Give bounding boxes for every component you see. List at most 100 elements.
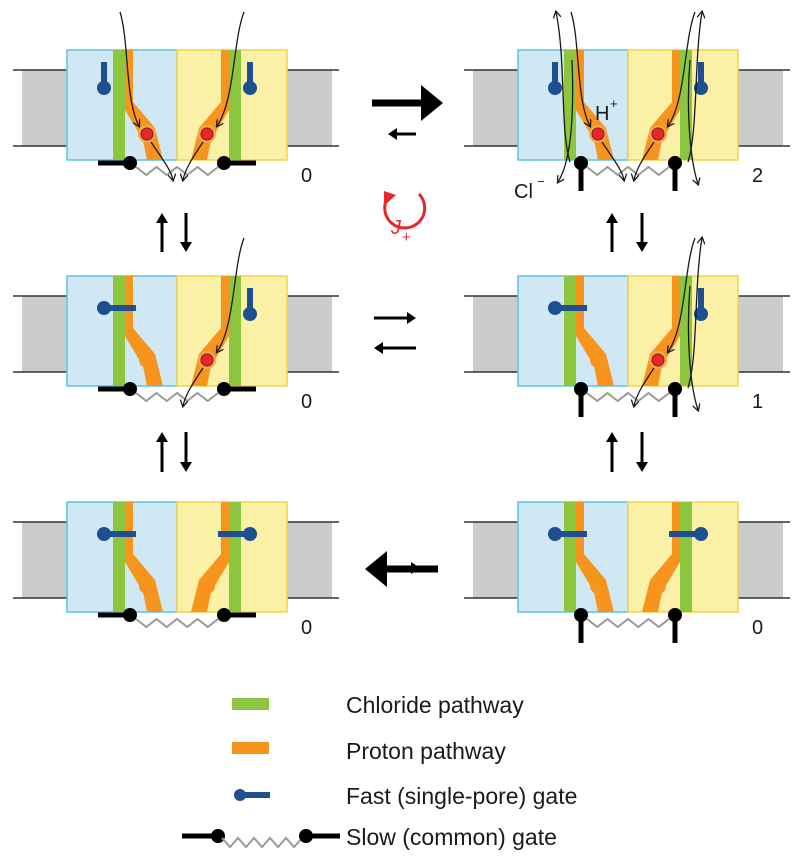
state-label: 0 bbox=[301, 617, 312, 639]
transition-forward-arrow-head bbox=[365, 551, 387, 587]
membrane-left bbox=[22, 70, 67, 146]
state-bot-left: 0 bbox=[13, 501, 339, 639]
proton-site bbox=[590, 352, 606, 368]
slow-gate-knob bbox=[574, 156, 588, 170]
fast-gate-open-icon bbox=[552, 62, 558, 86]
transition-up-arrow-head bbox=[606, 213, 618, 223]
proton-site bbox=[139, 352, 155, 368]
legend-label: Proton pathway bbox=[346, 738, 506, 764]
fast-gate-open-icon bbox=[698, 288, 704, 312]
slow-gate-spring bbox=[586, 391, 670, 403]
slow-gate-spring bbox=[135, 391, 219, 403]
fast-gate-closed-icon bbox=[669, 531, 701, 537]
transition-forward-arrow-head bbox=[421, 85, 443, 121]
fast-gate-closed-icon bbox=[555, 531, 587, 537]
slow-gate-knob bbox=[217, 608, 231, 622]
state-top-left: 0 bbox=[13, 11, 339, 187]
membrane-right bbox=[287, 296, 332, 372]
proton-exit-arrow bbox=[183, 141, 204, 180]
state-label: 0 bbox=[301, 391, 312, 413]
slow-gate-spring bbox=[135, 165, 219, 177]
fast-gate-knob bbox=[548, 81, 562, 95]
membrane-left bbox=[22, 296, 67, 372]
transition-up-arrow-head bbox=[606, 432, 618, 442]
slow-gate-knob bbox=[123, 608, 137, 622]
fast-gate-open-icon bbox=[247, 62, 253, 86]
state-label: 2 bbox=[752, 165, 763, 187]
legend-item-chloride: Chloride pathway bbox=[0, 688, 800, 728]
proton-exit-arrow bbox=[634, 367, 655, 406]
legend-label: Fast (single-pore) gate bbox=[346, 783, 578, 809]
cycle-arrowhead bbox=[384, 191, 396, 206]
slow-gate-knob bbox=[217, 156, 231, 170]
chloride-pathway bbox=[680, 502, 692, 612]
state-mid-left: 0 bbox=[13, 237, 339, 413]
membrane-right bbox=[287, 522, 332, 598]
proton-swatch bbox=[232, 742, 269, 754]
fast-gate-knob bbox=[97, 81, 111, 95]
membrane-left bbox=[22, 522, 67, 598]
chloride-swatch bbox=[232, 698, 269, 710]
fast-gate-knob bbox=[243, 81, 257, 95]
fast-gate-closed-icon bbox=[104, 531, 136, 537]
chloride-pathway bbox=[229, 502, 241, 612]
proton-flux-arrow bbox=[668, 237, 696, 352]
proton-site bbox=[590, 578, 606, 594]
cycle-indicator: J + bbox=[383, 191, 427, 246]
transition-down-arrow-head bbox=[636, 462, 648, 472]
glutamate-icon bbox=[591, 127, 605, 141]
transition-forward-arrow-head bbox=[407, 312, 416, 324]
slow-gate-knob bbox=[123, 156, 137, 170]
fast-gate-closed-icon bbox=[218, 531, 250, 537]
glutamate-icon bbox=[651, 353, 665, 367]
chloride-pathway bbox=[113, 276, 125, 386]
fast-gate-knob bbox=[694, 81, 708, 95]
chloride-pathway bbox=[229, 276, 241, 386]
membrane-left bbox=[473, 296, 518, 372]
transition-reverse-arrow-head bbox=[374, 342, 383, 354]
proton-exit-arrow bbox=[634, 141, 655, 180]
chloride-pathway bbox=[564, 276, 576, 386]
chloride-flux-arrow bbox=[558, 59, 574, 182]
transition-down-arrow-head bbox=[180, 462, 192, 472]
legend-label: Chloride pathway bbox=[346, 692, 524, 718]
fast-gate-icon bbox=[234, 789, 270, 801]
chloride-ion-label: Cl bbox=[514, 181, 533, 203]
transition-down-arrow-head bbox=[180, 242, 192, 252]
glutamate-icon bbox=[140, 127, 154, 141]
proton-flux-arrow bbox=[119, 11, 139, 126]
fast-gate-open-icon bbox=[101, 62, 107, 86]
state-mid-right: 1 bbox=[464, 238, 790, 417]
fast-gate-knob bbox=[694, 307, 708, 321]
state-label: 1 bbox=[752, 391, 763, 413]
slow-gate-knob bbox=[123, 382, 137, 396]
slow-gate-spring bbox=[586, 165, 670, 177]
fast-gate-closed-icon bbox=[104, 305, 136, 311]
glutamate-icon bbox=[651, 127, 665, 141]
legend-item-slow-gate: Slow (common) gate bbox=[0, 823, 800, 863]
membrane-right bbox=[738, 296, 783, 372]
proton-ion-charge: + bbox=[610, 96, 618, 111]
proton-exit-arrow bbox=[183, 367, 204, 406]
proton-flux-arrow bbox=[217, 11, 245, 126]
glutamate-icon bbox=[200, 127, 214, 141]
chloride-pathway bbox=[113, 502, 125, 612]
transition-up-arrow-head bbox=[156, 432, 168, 442]
proton-ion-label: H bbox=[595, 103, 609, 125]
cycle-subscript: + bbox=[402, 229, 411, 246]
proton-exit-arrow bbox=[150, 141, 173, 180]
fast-gate-open-icon bbox=[247, 288, 253, 312]
slow-gate-knob bbox=[574, 382, 588, 396]
chloride-ion-charge: − bbox=[537, 174, 545, 189]
state-label: 0 bbox=[301, 165, 312, 187]
membrane-left bbox=[473, 70, 518, 146]
slow-gate-knob bbox=[668, 156, 682, 170]
chloride-flux-arrow bbox=[687, 285, 698, 410]
slow-gate-knob bbox=[574, 608, 588, 622]
proton-site bbox=[199, 578, 215, 594]
membrane-right bbox=[738, 522, 783, 598]
slow-gate-knob bbox=[217, 382, 231, 396]
membrane-left bbox=[473, 522, 518, 598]
legend-item-fast-gate: Fast (single-pore) gate bbox=[0, 779, 800, 819]
